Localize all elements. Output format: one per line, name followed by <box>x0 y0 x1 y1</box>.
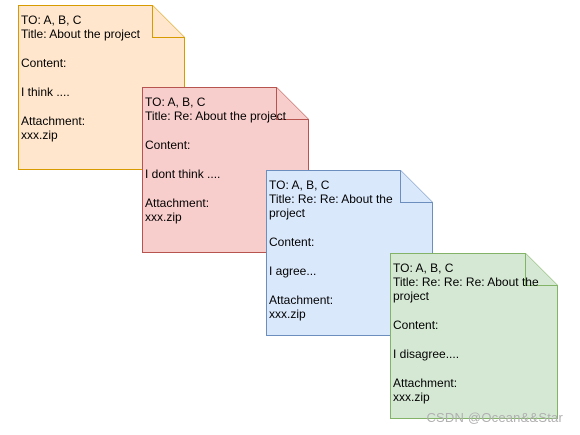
note-title: Title: Re: Re: About the project <box>269 192 396 220</box>
note-attachment: xxx.zip <box>21 128 58 142</box>
note-attachment-label: Attachment: <box>21 114 86 128</box>
note-content: I dont think .... <box>145 167 221 181</box>
note-attachment-label: Attachment: <box>393 376 458 390</box>
note-to: TO: A, B, C <box>145 95 206 109</box>
note-title: Title: Re: About the project <box>145 109 286 123</box>
note-text: TO: A, B, C Title: Re: About the project… <box>145 95 307 224</box>
note-to: TO: A, B, C <box>393 261 454 275</box>
note-text: TO: A, B, C Title: About the project Con… <box>21 13 183 142</box>
note-attachment: xxx.zip <box>393 390 430 404</box>
note-title: Title: Re: Re: Re: About the project <box>393 275 542 303</box>
note-content-label: Content: <box>269 235 315 249</box>
note-text: TO: A, B, C Title: Re: Re: About the pro… <box>269 178 429 321</box>
note-content-label: Content: <box>145 138 191 152</box>
note-attachment: xxx.zip <box>145 210 182 224</box>
note-to: TO: A, B, C <box>21 13 82 27</box>
note-shape <box>390 253 558 419</box>
note-content: I think .... <box>21 85 70 99</box>
note-content: I agree... <box>269 264 317 278</box>
note-text: TO: A, B, C Title: Re: Re: Re: About the… <box>393 261 554 404</box>
note-to: TO: A, B, C <box>269 178 330 192</box>
note-attachment: xxx.zip <box>269 307 306 321</box>
note-content-label: Content: <box>21 56 67 70</box>
email-note-4: TO: A, B, C Title: Re: Re: Re: About the… <box>390 253 558 419</box>
email-note-1: TO: A, B, C Title: About the project Con… <box>18 5 185 170</box>
note-content-label: Content: <box>393 318 439 332</box>
note-attachment-label: Attachment: <box>269 293 334 307</box>
note-content: I disagree.... <box>393 347 460 361</box>
watermark: CSDN @Ocean&&Star <box>426 410 563 425</box>
note-attachment-label: Attachment: <box>145 196 210 210</box>
note-title: Title: About the project <box>21 27 140 41</box>
